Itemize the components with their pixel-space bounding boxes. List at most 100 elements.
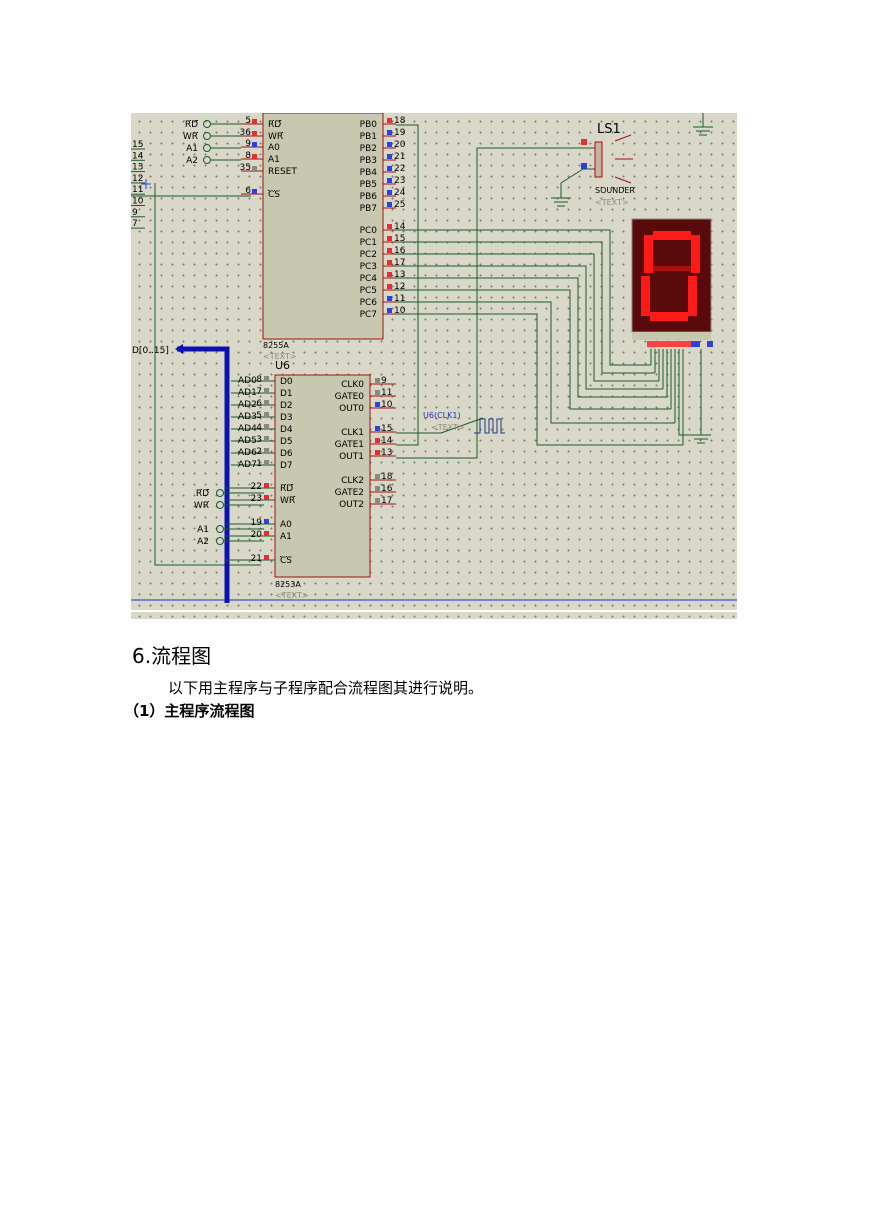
8255-pc-name: PC4	[360, 274, 378, 284]
8255-pb-name: PB1	[360, 132, 377, 142]
bus-wire-number: 15	[132, 140, 143, 150]
8253-right-name: OUT1	[339, 452, 364, 462]
8253-ctrl-name: A0	[280, 520, 292, 530]
8253-data-num: 8	[256, 375, 262, 385]
subsection-heading: （1）主程序流程图	[124, 702, 255, 720]
8255-pc-num: 17	[394, 258, 405, 268]
speaker-name: LS1	[597, 122, 621, 137]
8255-pin-num: 35	[240, 163, 251, 173]
8255-pc-num: 14	[394, 222, 406, 232]
8255-pb-num: 21	[394, 152, 405, 162]
chip-8255-type: 8255A	[263, 341, 289, 350]
8255-pin-name: A1	[268, 155, 280, 165]
8255-pc-name: PC7	[360, 310, 377, 320]
8253-ctrl-name: CS	[280, 556, 292, 566]
8255-pb-num: 25	[394, 200, 405, 210]
8255-pb-num: 24	[394, 188, 406, 198]
8253-data-name: D1	[280, 389, 293, 399]
clock-label: U6(CLK1)	[423, 411, 461, 420]
chip-8253	[274, 374, 371, 578]
8253-data-net: AD7	[238, 460, 257, 470]
8253-ctrl-name: RD	[280, 484, 293, 494]
8253-right-name: CLK0	[341, 380, 364, 390]
8253-terminal-label: A1	[197, 525, 209, 535]
8255-terminal-label: A1	[186, 144, 198, 154]
8253-data-num: 6	[256, 399, 262, 409]
8255-pc-num: 11	[394, 294, 405, 304]
8253-right-name: CLK1	[341, 428, 364, 438]
8253-terminal	[216, 537, 224, 545]
8255-pc-num: 10	[394, 306, 406, 316]
8255-terminal-label: A2	[186, 156, 198, 166]
8253-ctrl-num: 23	[251, 494, 262, 504]
8253-right-num: 18	[381, 472, 393, 482]
intro-paragraph: 以下用主程序与子程序配合流程图其进行说明。	[168, 679, 484, 697]
8255-pb-name: PB6	[360, 192, 378, 202]
8253-data-net: AD3	[238, 412, 257, 422]
circuit-schematic: D[0..15] 8255A <TEXT> U6 8253A <TEXT> U6…	[131, 113, 737, 619]
8253-data-name: D0	[280, 377, 293, 387]
8253-data-name: D7	[280, 461, 293, 471]
8255-pin-num: 9	[245, 139, 251, 149]
bus-wire-number: 12	[132, 174, 143, 184]
schematic-wires	[131, 113, 713, 566]
chip-8253-type: 8253A	[275, 580, 301, 589]
8253-right-num: 15	[381, 424, 392, 434]
8253-data-net: AD4	[238, 424, 257, 434]
8253-data-net: AD6	[238, 448, 257, 458]
8253-right-name: OUT2	[339, 500, 364, 510]
8255-pc-name: PC2	[360, 250, 377, 260]
chip-8253-title: U6	[275, 359, 290, 372]
bus-wire-number: 7	[132, 219, 138, 229]
8253-right-name: OUT0	[339, 404, 364, 414]
8253-right-num: 9	[381, 376, 387, 386]
bus-wire-number: 11	[132, 185, 143, 195]
8255-pin-name: A0	[268, 143, 280, 153]
8253-terminal-label: A2	[197, 537, 209, 547]
chip-8255	[262, 113, 384, 340]
8255-pb-num: 18	[394, 116, 406, 126]
8255-pc-num: 16	[394, 246, 406, 256]
8255-pin-name: CS	[268, 190, 280, 200]
digit-segments	[641, 231, 700, 321]
section-heading: 6.流程图	[132, 644, 212, 668]
8255-pc-name: PC3	[360, 262, 377, 272]
8255-terminal	[203, 120, 211, 128]
8255-pb-num: 19	[394, 128, 406, 138]
8255-pin-num: 5	[245, 116, 251, 126]
bus-wire-number: 14	[132, 151, 144, 161]
8255-pb-num: 20	[394, 140, 406, 150]
pb0-wire	[396, 124, 419, 446]
8253-data-num: 4	[256, 423, 262, 433]
8253-terminal	[216, 489, 224, 497]
8253-data-num: 1	[256, 459, 262, 469]
8253-ctrl-num: 20	[251, 530, 263, 540]
8253-right-num: 17	[381, 496, 392, 506]
8255-pb-name: PB5	[360, 180, 377, 190]
8255-pc-num: 15	[394, 234, 405, 244]
8255-pin-num: 8	[245, 151, 251, 161]
clock-text: <TEXT>	[431, 423, 465, 432]
8253-data-name: D5	[280, 437, 293, 447]
display-pins	[647, 341, 691, 347]
8255-pc-name: PC6	[360, 298, 378, 308]
chip-8255-text: <TEXT>	[263, 352, 297, 361]
8253-right-name: GATE2	[335, 488, 364, 498]
8253-data-num: 3	[256, 435, 262, 445]
bus-wire-number: 13	[132, 163, 143, 173]
bus-wire-number: 9	[132, 208, 138, 218]
8253-ctrl-num: 22	[251, 482, 262, 492]
8253-right-name: GATE0	[335, 392, 365, 402]
8255-pin-name: WR	[268, 132, 283, 142]
8253-data-name: D4	[280, 425, 293, 435]
8253-ctrl-num: 19	[251, 518, 263, 528]
data-bus	[177, 346, 230, 603]
8255-pin-name: RESET	[268, 167, 297, 177]
8253-data-net: AD2	[238, 400, 257, 410]
8253-ctrl-name: WR	[280, 496, 295, 506]
8255-pin-num: 36	[240, 128, 252, 138]
8255-pc-name: PC1	[360, 238, 377, 248]
8255-terminal	[203, 156, 211, 164]
8255-pb-name: PB0	[360, 120, 378, 130]
